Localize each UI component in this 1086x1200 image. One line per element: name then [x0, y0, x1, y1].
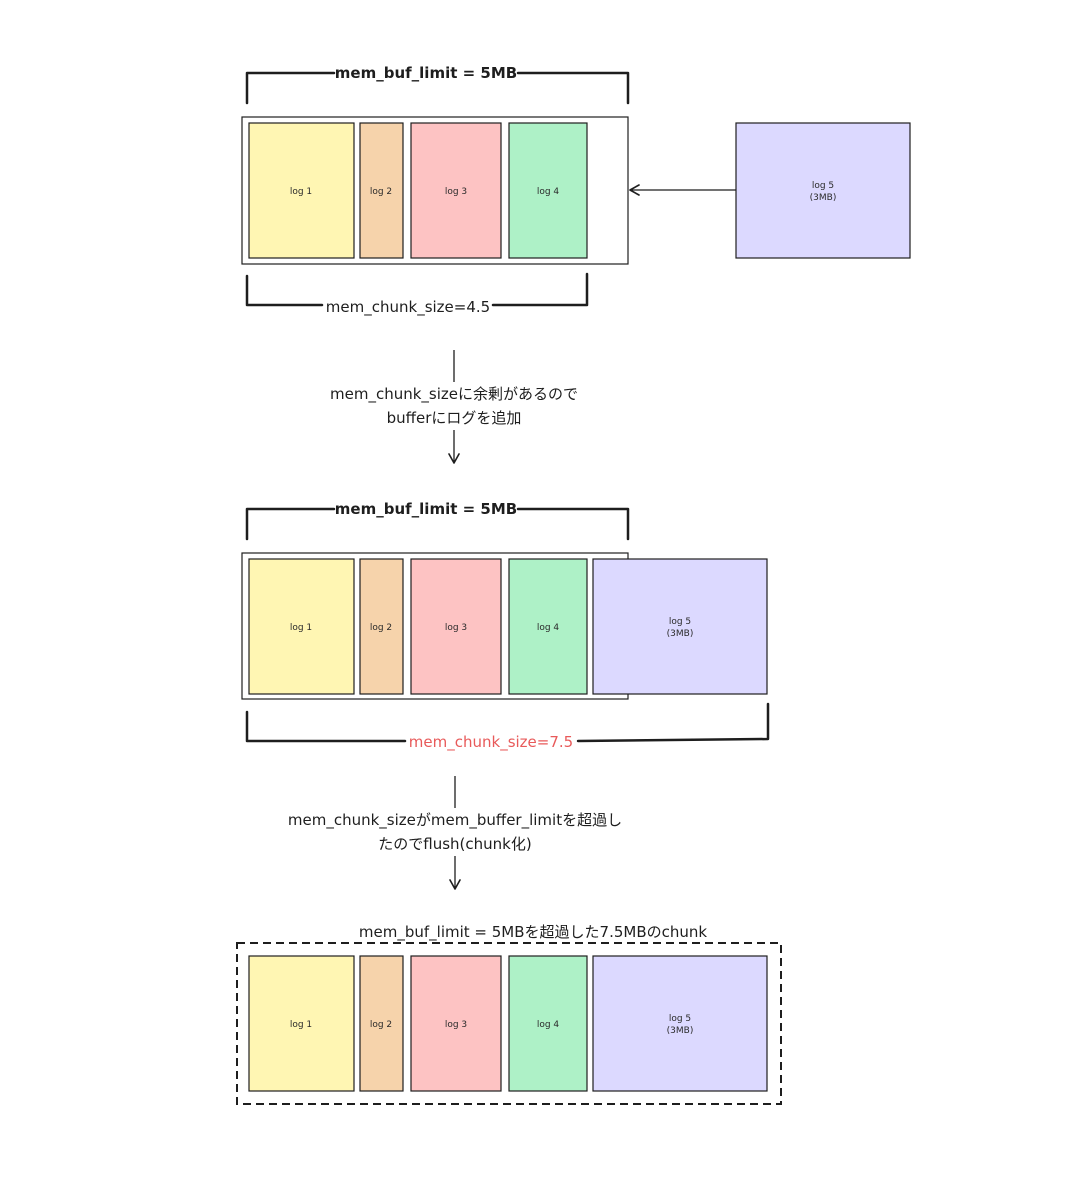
log-block-1: log 1: [248, 122, 355, 259]
log-block-1-stage3: log 1: [248, 955, 355, 1092]
log-5-label: log 5: [669, 617, 691, 627]
log-1-box: [248, 122, 355, 259]
log-4-label: log 4: [537, 1020, 560, 1030]
chunk-size-bracket: mem_chunk_size=4.5: [245, 272, 589, 317]
log-3-label: log 3: [445, 623, 467, 633]
log-2-box: [359, 955, 404, 1092]
stage-3: mem_buf_limit = 5MBを超過した7.5MBのchunk log …: [236, 923, 782, 1105]
log-1-label: log 1: [290, 187, 312, 197]
log-5-box: [735, 122, 911, 259]
stage-1: mem_buf_limit = 5MB log 1 log 2 log 3 lo…: [241, 64, 911, 317]
chunk-size-label-2: mem_chunk_size=7.5: [409, 733, 573, 752]
log-5-box: [592, 558, 768, 695]
log-block-3-stage2: log 3: [410, 558, 502, 695]
log-3-box: [410, 955, 502, 1092]
log-2-box: [359, 122, 404, 259]
log-3-box: [410, 558, 502, 695]
transition-2-text-line2: たのでflush(chunk化): [378, 835, 531, 853]
log-block-5-stage2: log 5 (3MB): [592, 558, 768, 695]
log-1-box: [248, 955, 355, 1092]
log-5-label: log 5: [812, 181, 834, 191]
log-block-1-stage2: log 1: [248, 558, 355, 695]
log-3-label: log 3: [445, 1020, 467, 1030]
log-3-box: [410, 122, 502, 259]
log-4-label: log 4: [537, 623, 560, 633]
log-2-label: log 2: [370, 1020, 392, 1030]
log-block-2-stage3: log 2: [359, 955, 404, 1092]
log-block-3-stage3: log 3: [410, 955, 502, 1092]
buf-limit-label-2: mem_buf_limit = 5MB: [335, 500, 517, 518]
log-block-4-stage3: log 4: [508, 955, 588, 1092]
log-1-label: log 1: [290, 623, 312, 633]
transition-2-text-line1: mem_chunk_sizeがmem_buffer_limitを超過し: [288, 811, 622, 830]
log-1-label: log 1: [290, 1020, 312, 1030]
log-4-box: [508, 955, 588, 1092]
chunk-size-bracket-2: mem_chunk_size=7.5: [245, 702, 770, 752]
buf-limit-bracket-top: mem_buf_limit = 5MB: [245, 64, 630, 105]
buf-limit-bracket-top-2: mem_buf_limit = 5MB: [245, 500, 630, 541]
log-3-label: log 3: [445, 187, 467, 197]
incoming-log-5: log 5 (3MB): [735, 122, 911, 259]
log-4-box: [508, 122, 588, 259]
log-5-size: (3MB): [810, 193, 837, 203]
log-4-box: [508, 558, 588, 695]
chunk-size-label: mem_chunk_size=4.5: [326, 298, 490, 317]
log-block-5-stage3: log 5 (3MB): [592, 955, 768, 1092]
log-5-size: (3MB): [667, 629, 694, 639]
log-block-3: log 3: [410, 122, 502, 259]
chunk-label: mem_buf_limit = 5MBを超過した7.5MBのchunk: [359, 923, 707, 942]
log-block-2: log 2: [359, 122, 404, 259]
buf-limit-label: mem_buf_limit = 5MB: [335, 64, 517, 82]
log-4-label: log 4: [537, 187, 560, 197]
transition-1: mem_chunk_sizeに余剰があるので bufferにログを追加: [330, 350, 578, 464]
transition-2: mem_chunk_sizeがmem_buffer_limitを超過し たのでf…: [288, 776, 622, 890]
chunk-container: [236, 942, 782, 1105]
transition-1-text-line1: mem_chunk_sizeに余剰があるので: [330, 385, 578, 404]
log-block-4-stage2: log 4: [508, 558, 588, 695]
log-block-4: log 4: [508, 122, 588, 259]
log-2-label: log 2: [370, 187, 392, 197]
log-2-box: [359, 558, 404, 695]
log-1-box: [248, 558, 355, 695]
log-5-label: log 5: [669, 1014, 691, 1024]
log-block-2-stage2: log 2: [359, 558, 404, 695]
stage-2: mem_buf_limit = 5MB log 1 log 2 log 3 lo…: [241, 500, 770, 752]
log-2-label: log 2: [370, 623, 392, 633]
transition-1-text-line2: bufferにログを追加: [387, 409, 522, 427]
log-5-box: [592, 955, 768, 1092]
log-5-size: (3MB): [667, 1026, 694, 1036]
